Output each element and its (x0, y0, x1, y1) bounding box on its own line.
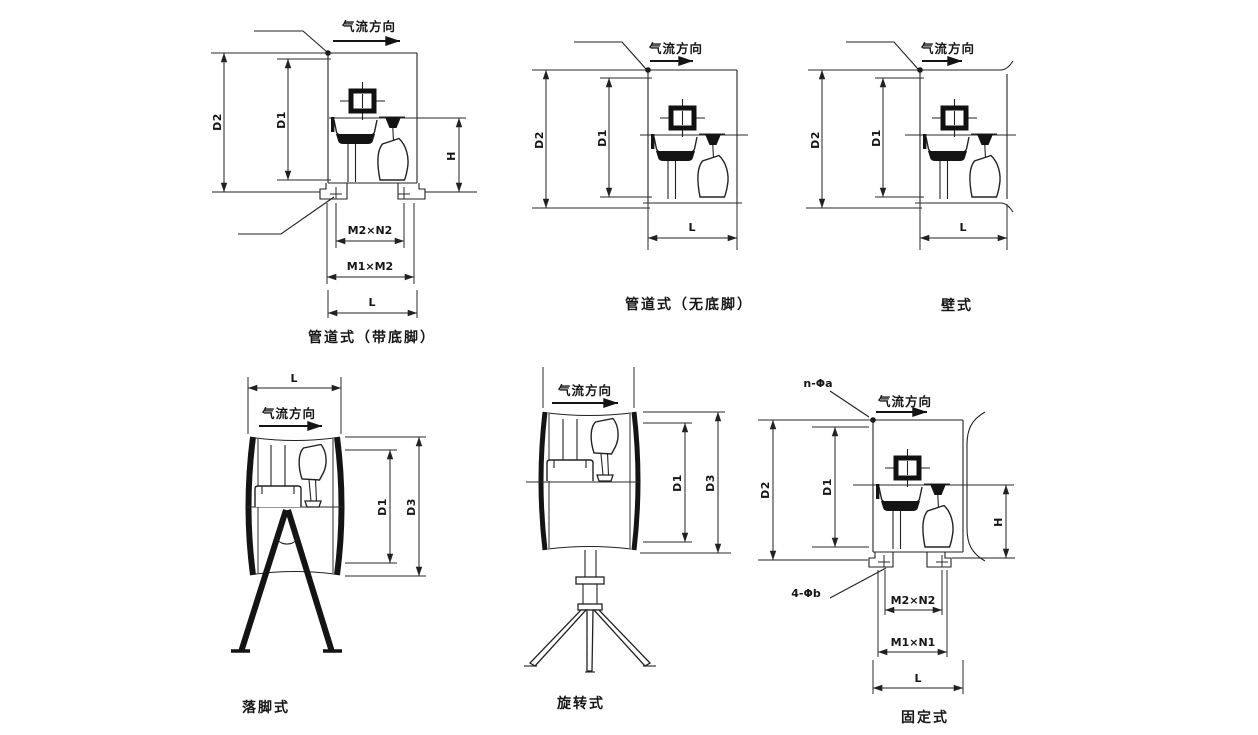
dimension-d1: D1 (643, 422, 692, 543)
dimension-d3: D3 (345, 436, 426, 577)
fan-outline (327, 52, 466, 184)
fan-internals (546, 417, 619, 482)
dimension-m1m2: M1×M2 (326, 203, 415, 284)
panel-caption: 管道式（带底脚） (308, 329, 436, 346)
dim-label-m1n1: M1×N1 (891, 636, 936, 649)
dimension-d1: D1 (870, 77, 924, 198)
dim-label-m1m2: M1×M2 (347, 260, 393, 273)
tripod-stand (524, 550, 656, 673)
dim-label-l: L (959, 221, 966, 234)
dimension-h: H (992, 484, 1010, 559)
dimension-l: L (247, 372, 342, 434)
dim-label-d2: D2 (759, 481, 772, 499)
dim-label-d1: D1 (596, 129, 609, 147)
dim-label-d1: D1 (821, 478, 834, 496)
airflow-label: 气流方向 (261, 406, 316, 421)
dim-label-d1: D1 (275, 111, 288, 129)
dim-label-l: L (688, 221, 695, 234)
dimension-l: L (327, 290, 418, 318)
dim-label-4-phi-b: 4-Φb (791, 587, 821, 600)
dimension-d2: D2 (532, 69, 650, 209)
leader-line (574, 41, 651, 73)
dimension-d2: D2 (758, 419, 873, 561)
panel-duct-no-feet: 气流方向 D2 D1 (532, 41, 753, 313)
dim-label-h: H (992, 517, 1005, 527)
panel-caption: 壁式 (941, 297, 973, 314)
fan-internals (254, 443, 327, 508)
dim-label-n-phi-a: n-Φa (803, 377, 832, 390)
dim-label-d3: D3 (405, 498, 418, 516)
dim-label-h: H (445, 151, 458, 161)
fan-drum (245, 436, 345, 576)
airflow-label: 气流方向 (877, 394, 932, 409)
dimension-d2: D2 (211, 52, 328, 193)
panel-caption: 固定式 (901, 709, 949, 726)
airflow-label: 气流方向 (557, 383, 612, 398)
dimension-d1: D1 (596, 77, 652, 198)
dimension-m2n2: M2×N2 (335, 203, 405, 248)
fan-outline (640, 69, 748, 208)
fan-internals (923, 99, 1000, 199)
dim-label-m2n2: M2×N2 (891, 594, 936, 607)
dim-label-d1: D1 (870, 129, 883, 147)
dim-label-l: L (914, 672, 921, 685)
wall-collar (966, 411, 986, 562)
dimension-d1: D1 (275, 58, 331, 181)
dimension-l: L (872, 660, 964, 694)
panel-wall-type: 气流方向 D2 D1 (806, 41, 1016, 314)
panel-caption: 管道式（无底脚） (625, 296, 753, 313)
dimension-l: L (647, 208, 738, 250)
dim-label-d2: D2 (533, 131, 546, 149)
dim-label-l: L (290, 372, 297, 385)
airflow-label: 气流方向 (648, 41, 703, 56)
dimension-d3: D3 (640, 411, 731, 554)
dimension-l: L (919, 204, 1008, 250)
dim-label-d3: D3 (704, 474, 717, 492)
airflow-label: 气流方向 (920, 41, 975, 56)
dimension-d2: D2 (806, 69, 922, 209)
fan-internals (651, 99, 728, 199)
dimension-m2n2: M2×N2 (884, 570, 943, 615)
panel-floor-stand: L 气流方向 D1 (231, 372, 426, 716)
dimension-h: H (445, 117, 463, 193)
dim-label-m2n2: M2×N2 (348, 224, 393, 237)
a-frame-legs (231, 509, 342, 653)
leader-line (846, 41, 923, 73)
mounting-feet (212, 183, 477, 200)
dim-label-d1: D1 (376, 498, 389, 516)
dim-label-d1: D1 (671, 474, 684, 492)
panel-duct-with-feet: 气流方向 D2 D1 (211, 19, 477, 346)
dim-label-d2: D2 (809, 131, 822, 149)
fan-internals (876, 449, 953, 549)
panel-caption: 旋转式 (556, 695, 605, 712)
dimension-d1: D1 (812, 426, 869, 548)
dimension-m1n1: M1×N1 (877, 570, 948, 657)
airflow-label: 气流方向 (341, 19, 396, 34)
dim-label-d2: D2 (211, 113, 224, 131)
panel-caption: 落脚式 (242, 699, 290, 716)
panel-swivel-type: 气流方向 (524, 367, 731, 712)
dim-label-l: L (368, 296, 375, 309)
dimension-d1: D1 (345, 449, 397, 564)
leader-line (238, 30, 335, 235)
panel-fixed-type: n-Φa 4-Φb 气流方向 (758, 377, 1015, 726)
fan-internals (331, 82, 408, 182)
